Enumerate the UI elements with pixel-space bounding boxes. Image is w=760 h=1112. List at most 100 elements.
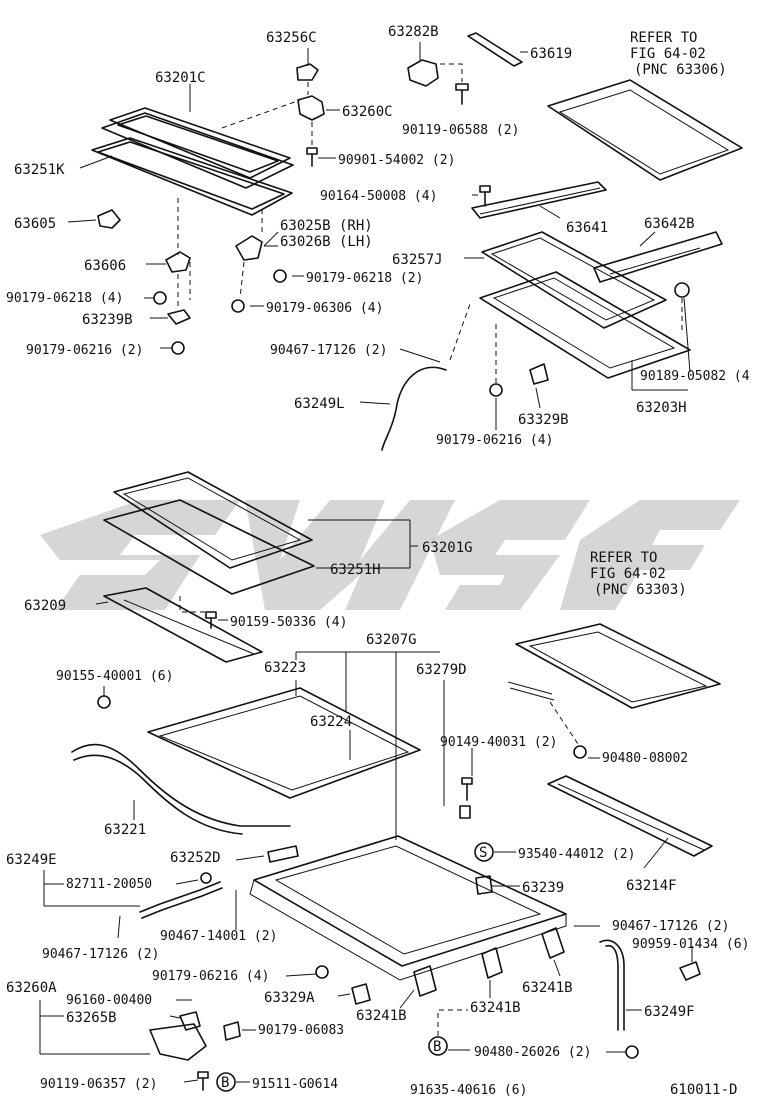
nut-90179-06216-4-top	[489, 383, 503, 397]
label-90119-06588: 90119-06588 (2)	[402, 123, 519, 138]
label-90467-17126-a: 90467-17126 (2)	[270, 343, 387, 358]
strip-63619	[467, 32, 523, 67]
label-63241b-c: 63241B	[522, 980, 573, 996]
bracket-63329a	[351, 983, 371, 1005]
label-90149-40031: 90149-40031 (2)	[440, 735, 557, 750]
label-63260a: 63260A	[6, 980, 57, 996]
drive-frame-63224	[147, 687, 421, 799]
label-63606: 63606	[84, 258, 126, 274]
refer-b-line3: (PNC 63303)	[594, 582, 687, 598]
refer-a-line1: REFER TO	[630, 30, 697, 46]
nut-90179-06218-2	[273, 269, 287, 283]
label-90959-01434: 90959-01434 (6)	[632, 937, 749, 952]
glass-63201c	[101, 107, 294, 189]
bracket-63642b	[593, 231, 723, 283]
motor-63260a	[149, 1023, 207, 1061]
bracket-63025b	[235, 235, 263, 261]
part-labels: 63256C 63282B 63619 63201C 63260C 90119-…	[6, 24, 750, 1098]
label-90179-06216-2: 90179-06216 (2)	[26, 343, 143, 358]
refer-b-line2: FIG 64-02	[590, 566, 666, 582]
clip-63279d	[459, 805, 471, 819]
label-90159-50336: 90159-50336 (4)	[230, 615, 347, 630]
screw-90901-54002	[306, 147, 318, 167]
bracket-90179-06083	[223, 1021, 241, 1041]
nut-90480-08002	[573, 745, 587, 759]
marker-b-91511	[216, 1072, 236, 1092]
refer-a-line3: (PNC 63306)	[634, 62, 727, 78]
bracket-63239	[475, 875, 493, 895]
label-63642b: 63642B	[644, 216, 695, 232]
marker-s-93540	[474, 842, 494, 862]
bracket-63329b	[529, 363, 549, 385]
strip-63214f	[547, 775, 713, 857]
label-63249l: 63249L	[294, 396, 345, 412]
bracket-63241b-2	[481, 947, 503, 979]
label-63329a: 63329A	[264, 990, 315, 1006]
marker-b-letter-1: B	[221, 1075, 229, 1091]
bracket-63241b-1	[413, 965, 437, 997]
label-91511-g0614: 91511-G0614	[252, 1077, 338, 1092]
label-63025b: 63025B (RH)	[280, 218, 373, 234]
label-63203h: 63203H	[636, 400, 687, 416]
label-63260c: 63260C	[342, 104, 393, 120]
hose-63249f	[599, 939, 625, 1031]
deflector-63209	[103, 587, 263, 663]
panel-refer-63306	[547, 79, 743, 181]
label-82711-20050: 82711-20050	[66, 877, 152, 892]
label-91635-40616: 91635-40616 (6)	[410, 1083, 527, 1098]
label-93540-44012: 93540-44012 (2)	[518, 847, 635, 862]
label-63282b: 63282B	[388, 24, 439, 40]
nut-90179-06216-2	[171, 341, 185, 355]
label-90480-08002: 90480-08002	[602, 751, 688, 766]
clip-90189-05082	[674, 282, 690, 298]
label-90467-17126-b: 90467-17126 (2)	[612, 919, 729, 934]
bracket-63260c	[297, 95, 325, 121]
leader-lines	[39, 42, 693, 1083]
guide-63641	[471, 181, 607, 219]
screw-90119-06357	[197, 1071, 209, 1091]
label-63249e: 63249E	[6, 852, 57, 868]
label-63252d: 63252D	[170, 850, 221, 866]
screw-90149-40031	[461, 777, 473, 801]
nut-90179-06218-4	[153, 291, 167, 305]
bracket-63282b	[407, 59, 439, 87]
nut-90179-06306	[231, 299, 245, 313]
label-63641: 63641	[566, 220, 608, 236]
panel-refer-63303	[515, 623, 721, 709]
label-63605: 63605	[14, 216, 56, 232]
label-96160-00400: 96160-00400	[66, 993, 152, 1008]
label-63224: 63224	[310, 714, 352, 730]
frame-63207g	[249, 835, 567, 981]
bracket-63265b	[179, 1011, 201, 1031]
screw-90164-50008	[479, 185, 491, 207]
clip-82711-20050	[200, 872, 212, 884]
label-63251h: 63251H	[330, 562, 381, 578]
grommet-90480-26026	[625, 1045, 639, 1059]
label-63619: 63619	[530, 46, 572, 62]
label-63249f: 63249F	[644, 1004, 695, 1020]
pad-63252d	[267, 845, 299, 863]
screw-90155-40001	[97, 695, 111, 709]
label-63256c: 63256C	[266, 30, 317, 46]
refer-a-line2: FIG 64-02	[630, 46, 706, 62]
screw-90119-06588	[455, 83, 469, 105]
label-63201c: 63201C	[155, 70, 206, 86]
marker-b-91635	[428, 1036, 448, 1056]
label-90164-50008: 90164-50008 (4)	[320, 189, 437, 204]
cable-63221	[71, 743, 291, 827]
label-90189-05082: 90189-05082 (4	[640, 369, 750, 384]
label-63279d: 63279D	[416, 662, 467, 678]
glass-63201g	[113, 471, 313, 569]
label-63209: 63209	[24, 598, 66, 614]
label-63241b-b: 63241B	[470, 1000, 521, 1016]
clip-63605	[97, 209, 121, 229]
label-63223: 63223	[264, 660, 306, 676]
label-90179-06216-4-bot: 90179-06216 (4)	[152, 969, 269, 984]
screw-90159-50336	[205, 611, 217, 629]
label-63239: 63239	[522, 880, 564, 896]
marker-s-letter: S	[479, 845, 487, 861]
label-90155-40001: 90155-40001 (6)	[56, 669, 173, 684]
bracket-63256c	[296, 63, 319, 81]
label-90467-14001: 90467-14001 (2)	[160, 929, 277, 944]
